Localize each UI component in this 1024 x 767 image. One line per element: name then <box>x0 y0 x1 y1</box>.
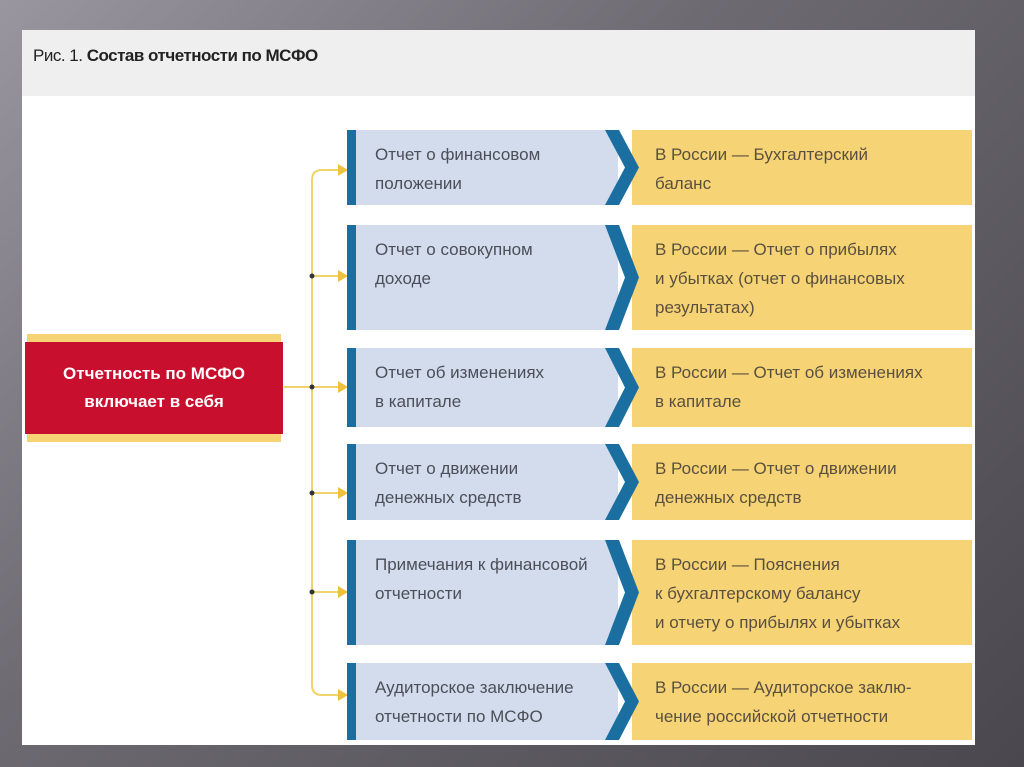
label-line: Отчет об изменениях <box>375 363 545 382</box>
label-line: Отчет о финансовом <box>375 145 541 164</box>
label-line: Примечания к финансовой <box>375 555 588 574</box>
ifrs-statement-box <box>356 130 618 205</box>
slide-panel: Рис. 1. Состав отчетности по МСФО Отчетн… <box>22 30 975 745</box>
statement-row: Отчет о финансовом положении В России — Бу… <box>347 130 972 205</box>
russia-equivalent-label: В России — Пояснения к бухгалтерскому бал… <box>655 550 965 637</box>
ifrs-statement-box <box>356 540 618 645</box>
label-line: и убытках (отчет о финансовых <box>655 269 905 288</box>
statement-row: Отчет о совокупном доходе В России — Отчет… <box>347 225 972 330</box>
label-line: В России — Отчет о движении <box>655 459 897 478</box>
label-line: В России — Отчет об изменениях <box>655 363 923 382</box>
russia-equivalent-box <box>632 663 972 740</box>
row-accent-bar <box>347 348 356 427</box>
label-line: баланс <box>655 174 712 193</box>
ifrs-statement-label: Отчет о финансовом положении <box>375 140 610 198</box>
russia-equivalent-label: В России — Отчет о движении денежных сред… <box>655 454 965 512</box>
label-line: денежных средств <box>655 488 802 507</box>
label-line: положении <box>375 174 462 193</box>
label-line: отчетности по МСФО <box>375 707 543 726</box>
label-line: В России — Пояснения <box>655 555 840 574</box>
russia-equivalent-label: В России — Отчет об изменениях в капитале <box>655 358 965 416</box>
russia-equivalent-label: В России — Аудиторское заклю-чение росси… <box>655 673 965 731</box>
label-line: чение российской отчетности <box>655 707 889 726</box>
chevron-arrow-icon <box>605 348 639 427</box>
ifrs-statement-box <box>356 663 618 740</box>
label-line: в капитале <box>655 392 742 411</box>
russia-equivalent-box <box>632 130 972 205</box>
figure-number: Рис. 1. <box>33 46 83 65</box>
label-line: Отчет о совокупном <box>375 240 533 259</box>
russia-equivalent-label: В России — Бухгалтерский баланс <box>655 140 965 198</box>
statement-row: Примечания к финансовой отчетности В Росси… <box>347 540 972 645</box>
row-accent-bar <box>347 130 356 205</box>
row-accent-bar <box>347 663 356 740</box>
ifrs-statement-box <box>356 225 618 330</box>
title-bar: Рис. 1. Состав отчетности по МСФО <box>22 30 975 96</box>
ifrs-statement-box <box>356 348 618 427</box>
label-line: Аудиторское заключение <box>375 678 574 697</box>
chevron-arrow-icon <box>605 130 639 205</box>
ifrs-statement-label: Отчет о совокупном доходе <box>375 235 610 293</box>
chevron-arrow-icon <box>605 444 639 520</box>
russia-equivalent-box <box>632 225 972 330</box>
russia-equivalent-box <box>632 540 972 645</box>
label-line: отчетности <box>375 584 463 603</box>
russia-equivalent-label: В России — Отчет о прибылях и убытках (от… <box>655 235 965 322</box>
main-line-1: Отчетность по МСФО <box>63 364 245 383</box>
label-line: Отчет о движении <box>375 459 519 478</box>
ifrs-statement-label: Отчет об изменениях в капитале <box>375 358 610 416</box>
label-line: В России — Отчет о прибылях <box>655 240 897 259</box>
label-line: доходе <box>375 269 431 288</box>
ifrs-statement-box <box>356 444 618 520</box>
statement-row: Аудиторское заключение отчетности по МСФО… <box>347 663 972 740</box>
ifrs-statement-label: Примечания к финансовой отчетности <box>375 550 610 608</box>
figure-title-text: Состав отчетности по МСФО <box>86 46 319 65</box>
row-accent-bar <box>347 225 356 330</box>
label-line: В России — Аудиторское заклю- <box>655 678 912 697</box>
ifrs-statement-label: Отчет о движении денежных средств <box>375 454 610 512</box>
label-line: результатах) <box>655 298 755 317</box>
label-line: в капитале <box>375 392 462 411</box>
figure-title: Рис. 1. Состав отчетности по МСФО <box>33 46 318 66</box>
label-line: к бухгалтерскому балансу <box>655 584 861 603</box>
branch-1 <box>311 169 340 181</box>
russia-equivalent-box <box>632 348 972 427</box>
label-line: В России — Бухгалтерский <box>655 145 868 164</box>
chevron-arrow-icon <box>605 540 639 645</box>
ifrs-statement-label: Аудиторское заключение отчетности по МСФО <box>375 673 610 731</box>
ifrs-reporting-box: Отчетность по МСФО включает в себя <box>25 342 283 434</box>
chevron-arrow-icon <box>605 663 639 740</box>
label-line: и отчету о прибылях и убытках <box>655 613 901 632</box>
main-line-2: включает в себя <box>84 392 224 411</box>
russia-equivalent-box <box>632 444 972 520</box>
connector-lines <box>284 164 348 701</box>
chevron-arrow-icon <box>605 225 639 330</box>
label-line: денежных средств <box>375 488 522 507</box>
row-accent-bar <box>347 444 356 520</box>
row-accent-bar <box>347 540 356 645</box>
